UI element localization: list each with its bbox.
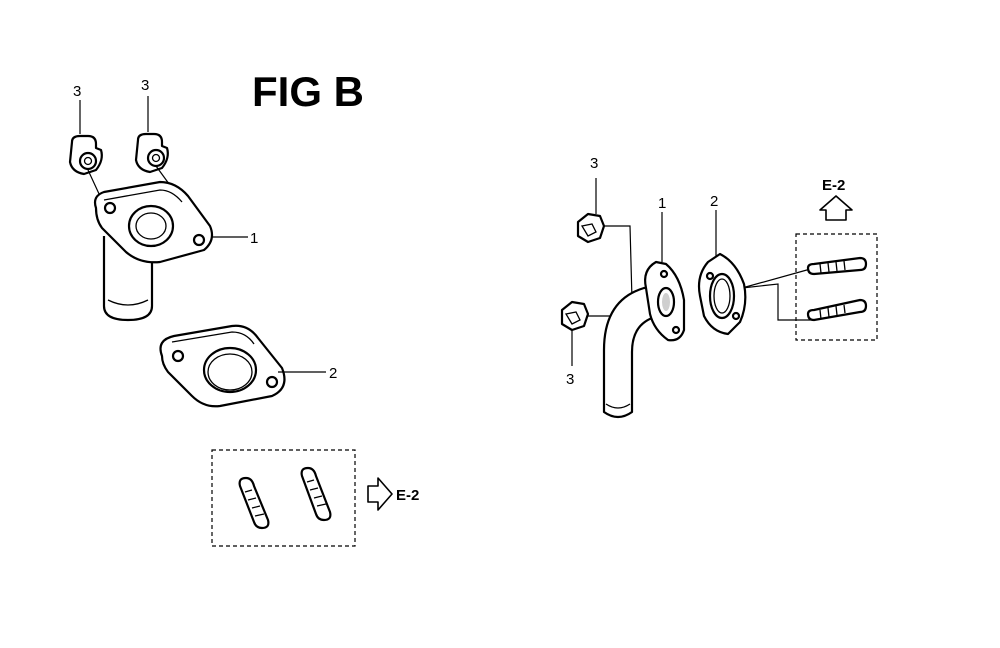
- bolt-icon: [68, 134, 103, 176]
- reference-label: E-2: [822, 177, 845, 194]
- callout-number: 2: [329, 365, 337, 382]
- callout-number: 3: [141, 77, 149, 94]
- callout-number: 1: [250, 230, 258, 247]
- right-view: E-2 3 1 2 3: [560, 155, 878, 419]
- hollow-arrow-icon: [367, 477, 393, 511]
- pipe-elbow-icon: [93, 180, 214, 322]
- stud-icon: [806, 298, 868, 322]
- left-view: E-2 3 3 1 2: [68, 77, 419, 547]
- reference-label: E-2: [396, 487, 419, 504]
- bolt-icon: [560, 300, 590, 332]
- callout-number: 3: [73, 83, 81, 100]
- stud-icon: [238, 476, 270, 530]
- bolt-icon: [134, 132, 169, 174]
- figure-title: FIG B: [252, 68, 364, 115]
- callout-number: 3: [566, 371, 574, 388]
- bolt-icon: [576, 212, 606, 244]
- hollow-arrow-icon: [819, 195, 853, 221]
- callout-number: 3: [590, 155, 598, 172]
- stud-icon: [300, 466, 332, 522]
- stud-icon: [806, 256, 868, 276]
- gasket-icon: [697, 252, 747, 336]
- gasket-icon: [159, 324, 286, 408]
- stud-group-box: [795, 233, 878, 341]
- callout-number: 1: [658, 195, 666, 212]
- stud-group-box: [211, 449, 356, 547]
- pipe-elbow-icon: [602, 260, 686, 419]
- callout-number: 2: [710, 193, 718, 210]
